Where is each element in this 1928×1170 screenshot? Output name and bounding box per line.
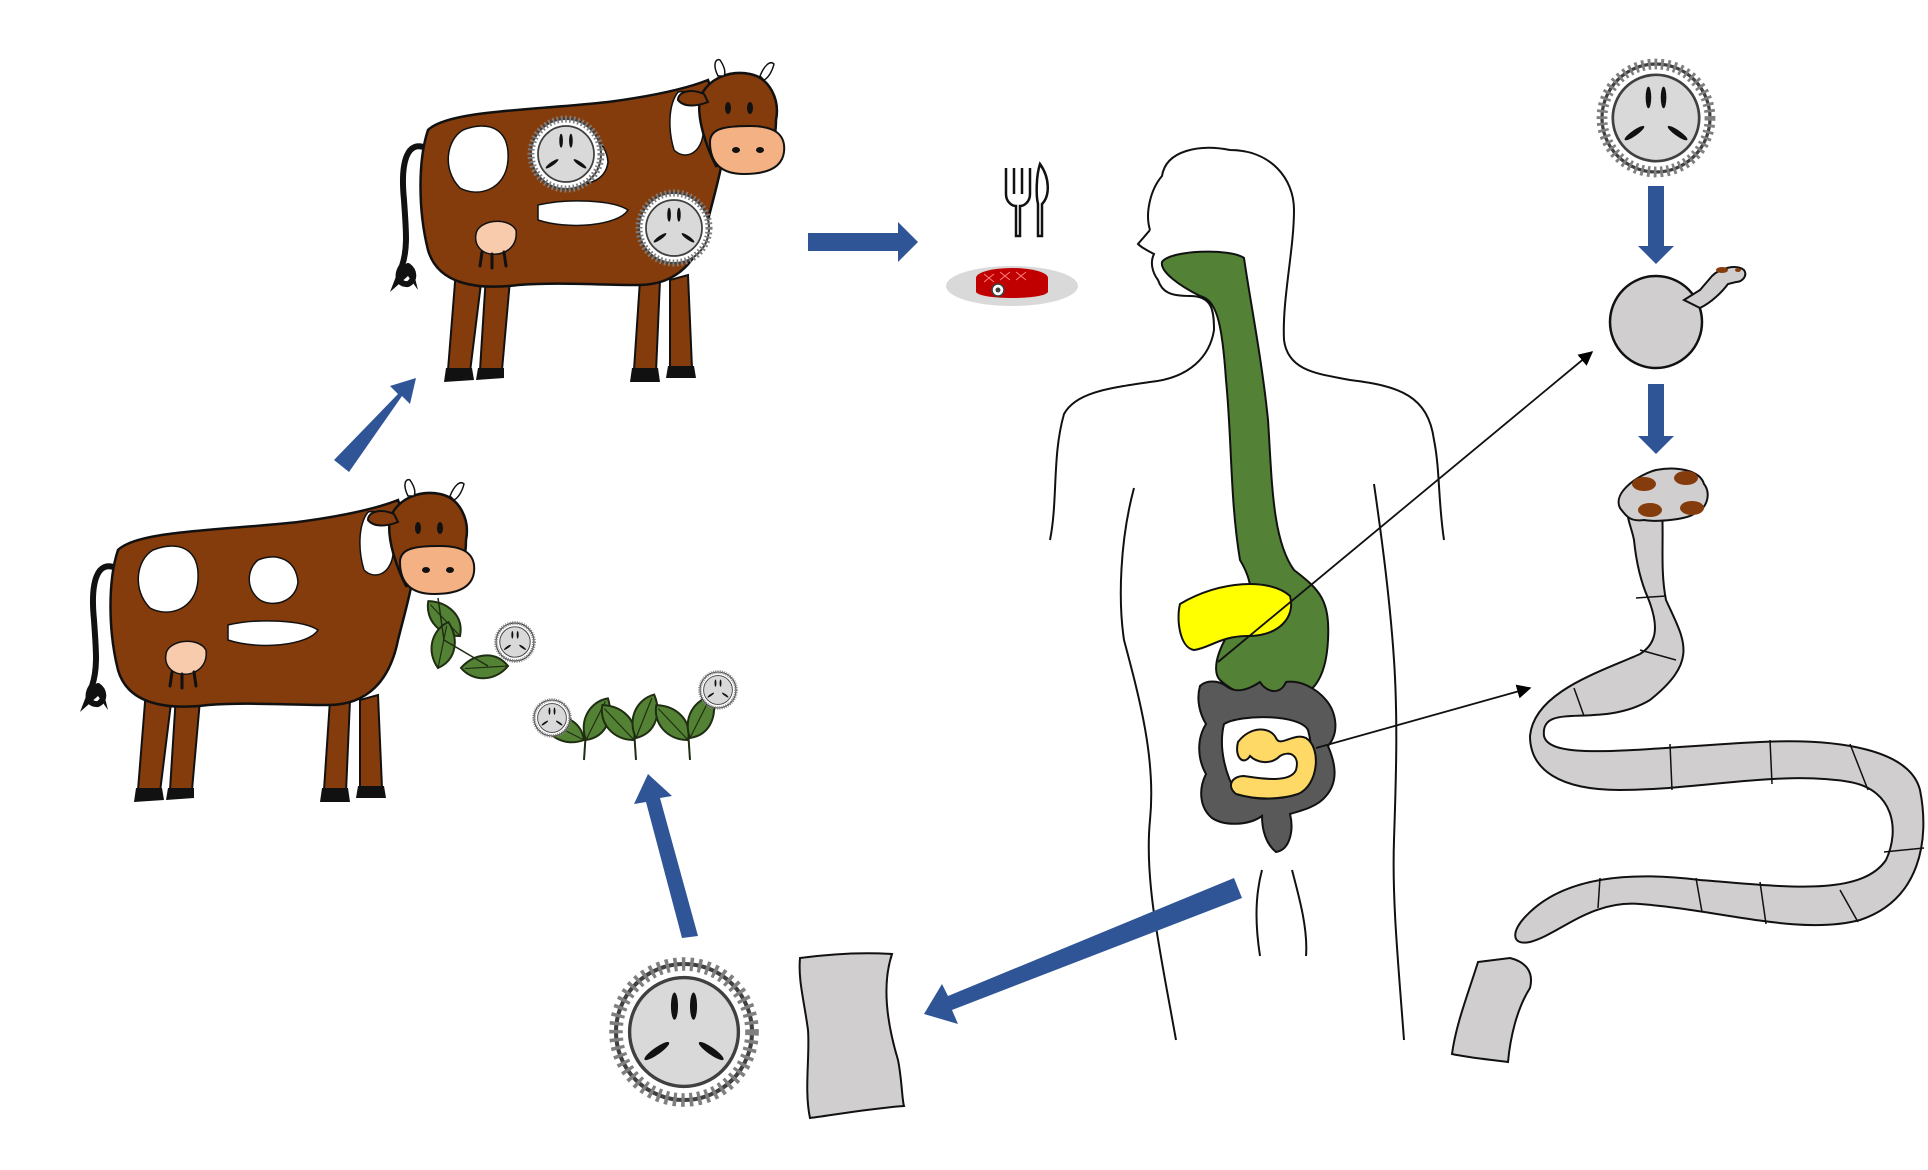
cow-grazing [80,480,536,802]
cow-with-cysts [390,60,784,382]
everting-scolex [1608,266,1747,370]
meal [946,161,1078,306]
egg-on-plant [532,698,572,738]
knife-icon [1035,161,1049,238]
human-outline [1147,146,1445,541]
arrow-human-to-egg [924,878,1242,1024]
egg-on-plant [698,670,738,710]
proglottid-icon [1450,956,1532,1064]
plant-icon [649,690,727,761]
proglottid-icon [798,952,906,1120]
pointer-arrow [1315,684,1532,749]
pointer-arrow [1217,351,1594,663]
cysticercus-cyst [531,119,601,189]
small-intestine [1229,728,1317,800]
arrow-egg-to-scolex-2 [1638,384,1674,454]
egg-icon [1602,64,1710,172]
cow-icon [80,480,474,802]
arrow-egg-to-scolex-1 [1638,186,1674,264]
arrow-egg-to-plants [634,774,698,938]
egg-icon [616,964,752,1100]
cow-icon [390,60,784,382]
human-body-icon [1049,146,1445,1041]
plant-icon [536,692,623,761]
cycle-arrows [334,186,1674,1024]
plant-icon [595,689,670,761]
arrow-cow-to-cow [334,378,416,472]
plants-with-eggs [532,670,738,761]
plate-icon [946,266,1078,306]
egg-on-leaf [494,621,536,663]
liver [1177,583,1293,652]
arrow-cow-to-meal [808,222,918,262]
leaf-in-mouth [421,591,511,684]
tapeworm-icon [1514,467,1925,944]
cysticercus-cyst [639,193,709,263]
tapeworm-body [1514,504,1925,944]
fork-icon [1004,168,1032,238]
